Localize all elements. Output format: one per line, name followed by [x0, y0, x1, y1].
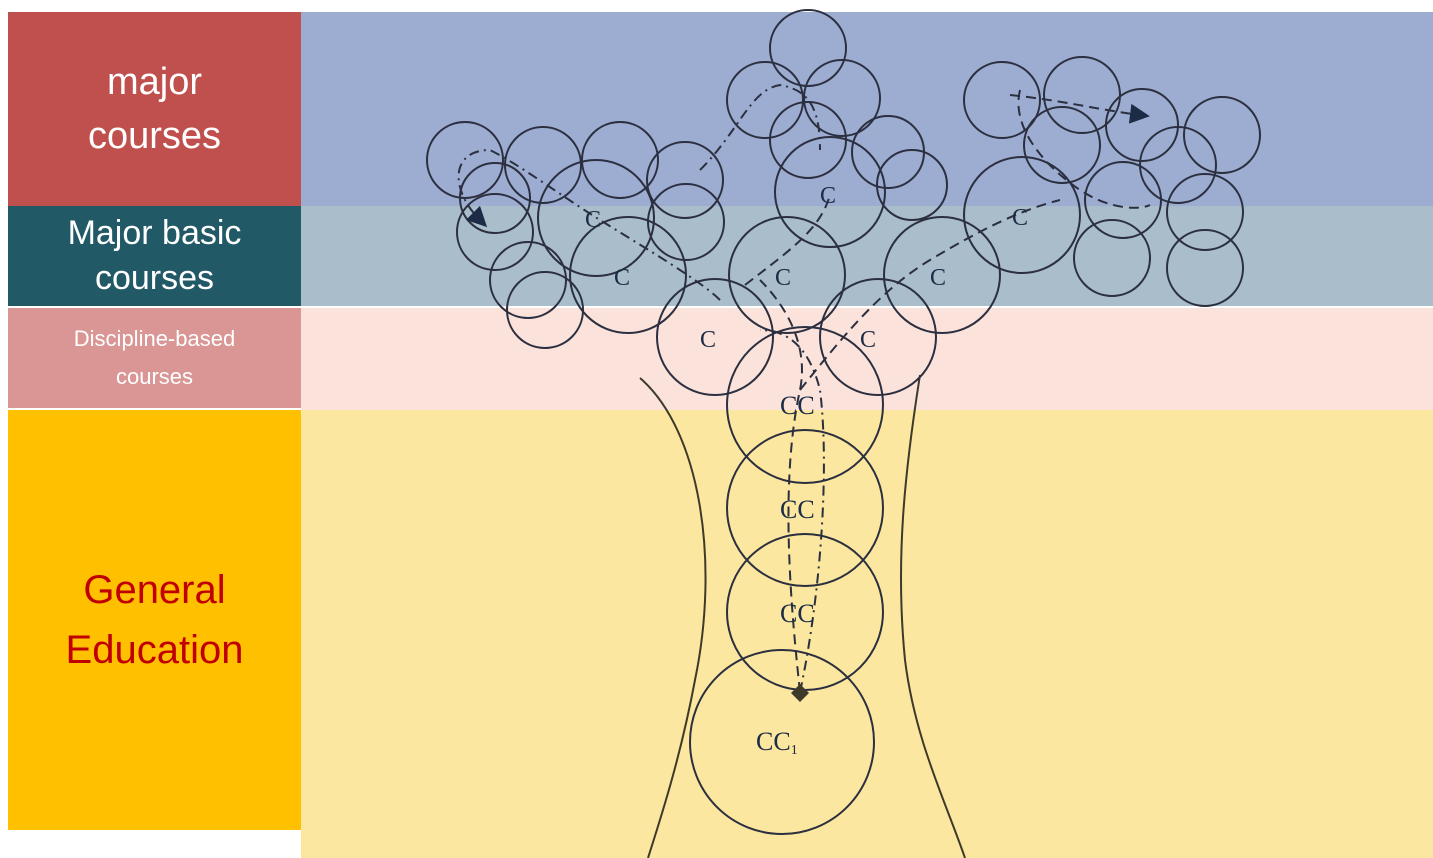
- core-course-label: CC: [780, 495, 815, 524]
- course-node: [1166, 229, 1244, 307]
- root-core-course-label: CC1: [756, 727, 798, 758]
- label-general-education-text: General Education: [65, 568, 244, 672]
- course-node-c: [963, 156, 1081, 274]
- root-core-course-label-main: CC: [756, 727, 791, 756]
- band-general-education: [301, 410, 1433, 858]
- label-major-courses-text: major courses: [87, 61, 222, 157]
- label-major-courses: major courses: [8, 12, 301, 206]
- course-node: [426, 121, 504, 199]
- path-dashed: [759, 279, 803, 693]
- label-general-education: General Education: [8, 410, 301, 830]
- core-course-node: [726, 326, 884, 484]
- course-label: C: [614, 265, 630, 291]
- band-major-basic-courses: [301, 206, 1433, 306]
- course-node: [489, 241, 567, 319]
- core-course-label: CC: [780, 391, 815, 420]
- course-node: [506, 271, 584, 349]
- course-node-c: [656, 278, 774, 396]
- course-node: [1166, 173, 1244, 251]
- label-major-basic-courses: Major basic courses: [8, 206, 301, 306]
- label-discipline-based-courses-text: Discipline-based courses: [73, 326, 236, 389]
- canopy-circles: [426, 9, 1261, 349]
- course-node: [647, 183, 725, 261]
- course-node: [963, 61, 1041, 139]
- path-dashed: [744, 194, 831, 286]
- course-node: [1183, 96, 1261, 174]
- course-node: [1139, 126, 1217, 204]
- core-course-node: [726, 429, 884, 587]
- course-node: [726, 61, 804, 139]
- course-node: [459, 162, 531, 234]
- course-label: C: [585, 207, 601, 233]
- course-node: [1084, 161, 1162, 239]
- path-dashdot: [699, 83, 821, 171]
- path-dashed: [1017, 89, 1151, 209]
- course-node: [646, 141, 724, 219]
- root-core-course-label-subscript: 1: [791, 743, 798, 758]
- label-discipline-based-courses: Discipline-based courses: [8, 308, 301, 408]
- course-node-c: [537, 159, 655, 277]
- labeled-course-circles: [537, 136, 1081, 835]
- course-node: [1023, 106, 1101, 184]
- course-node-c: [883, 216, 1001, 334]
- course-label: C: [700, 327, 716, 353]
- course-label: C: [820, 183, 836, 209]
- tree-node-labels: C C C C C C C C CC CC CC CC1: [585, 183, 1028, 758]
- course-node-c: [569, 216, 687, 334]
- course-node-c: [819, 278, 937, 396]
- course-node: [851, 115, 925, 189]
- course-node: [456, 193, 534, 271]
- path-dashed: [1009, 94, 1150, 124]
- trunk-left-outline: [639, 377, 707, 858]
- course-node: [581, 121, 659, 199]
- learning-paths: [457, 83, 1151, 693]
- path-dashdot: [759, 329, 825, 693]
- label-major-basic-courses-text: Major basic courses: [67, 214, 242, 297]
- root-core-course-node: [689, 649, 875, 835]
- course-node: [803, 59, 881, 137]
- course-node: [1105, 88, 1179, 162]
- course-label: C: [930, 265, 946, 291]
- course-label: C: [860, 327, 876, 353]
- course-node: [1043, 56, 1121, 134]
- band-major-courses: [301, 12, 1433, 206]
- core-course-label: CC: [780, 599, 815, 628]
- root-diamond-marker: [791, 684, 809, 702]
- course-node-c: [774, 136, 886, 248]
- course-node: [1073, 219, 1151, 297]
- path-dashed: [799, 199, 1061, 391]
- course-node-c: [728, 216, 846, 334]
- course-node: [769, 9, 847, 87]
- path-dashdot: [457, 148, 721, 301]
- course-node: [876, 149, 948, 221]
- course-label: C: [1012, 205, 1028, 231]
- course-label: C: [775, 265, 791, 291]
- trunk-right-outline: [899, 374, 966, 858]
